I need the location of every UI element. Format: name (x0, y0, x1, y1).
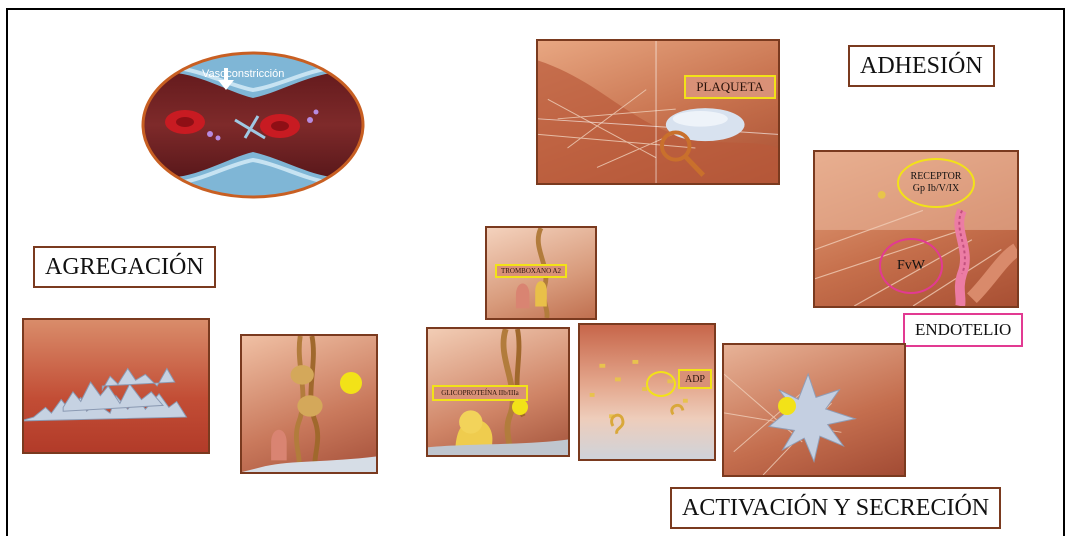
glicoproteina-tag: GLICOPROTEÍNA IIb/IIIa (432, 385, 528, 401)
aggregation-panel (22, 318, 210, 454)
receptor-panel: RECEPTOR Gp Ib/V/IX FvW (813, 150, 1019, 308)
fvw-circle: FvW (879, 238, 943, 294)
glicoproteina-highlight (512, 399, 528, 415)
activated-platelet-panel (722, 343, 906, 477)
fvw-label: FvW (897, 258, 925, 274)
receptor-unfold-highlight (340, 372, 362, 394)
adp-highlight (646, 371, 676, 397)
adp-tag: ADP (678, 369, 712, 389)
adhesion-label: ADHESIÓN (848, 45, 995, 87)
adp-scene (580, 325, 714, 459)
vasoconstriction-caption: Vasoconstricción (202, 68, 284, 80)
activated-platelet-scene (724, 345, 904, 475)
endotelio-label: ENDOTELIO (903, 313, 1023, 347)
tromboxano-panel: TROMBOXANO A2 (485, 226, 597, 320)
plaqueta-panel: PLAQUETA (536, 39, 780, 185)
receptor-unfold-scene (242, 336, 376, 472)
plaqueta-scene (538, 41, 778, 183)
plaqueta-tag: PLAQUETA (684, 75, 776, 99)
tromboxano-tag: TROMBOXANO A2 (495, 264, 567, 278)
glicoproteina-panel: GLICOPROTEÍNA IIb/IIIa (426, 327, 570, 457)
activacion-label: ACTIVACIÓN Y SECRECIÓN (670, 487, 1001, 529)
receptor-circle: RECEPTOR Gp Ib/V/IX (897, 158, 975, 208)
receptor-label: RECEPTOR (911, 171, 962, 183)
receptor-type-label: Gp Ib/V/IX (913, 183, 959, 195)
receptor-unfold-panel (240, 334, 378, 474)
aggregation-scene (24, 320, 208, 452)
adp-panel: ADP (578, 323, 716, 461)
agregacion-label: AGREGACIÓN (33, 246, 216, 288)
activated-platelet-highlight (778, 397, 796, 415)
vasoconstriction-illustration: Vasoconstricción (140, 50, 366, 200)
